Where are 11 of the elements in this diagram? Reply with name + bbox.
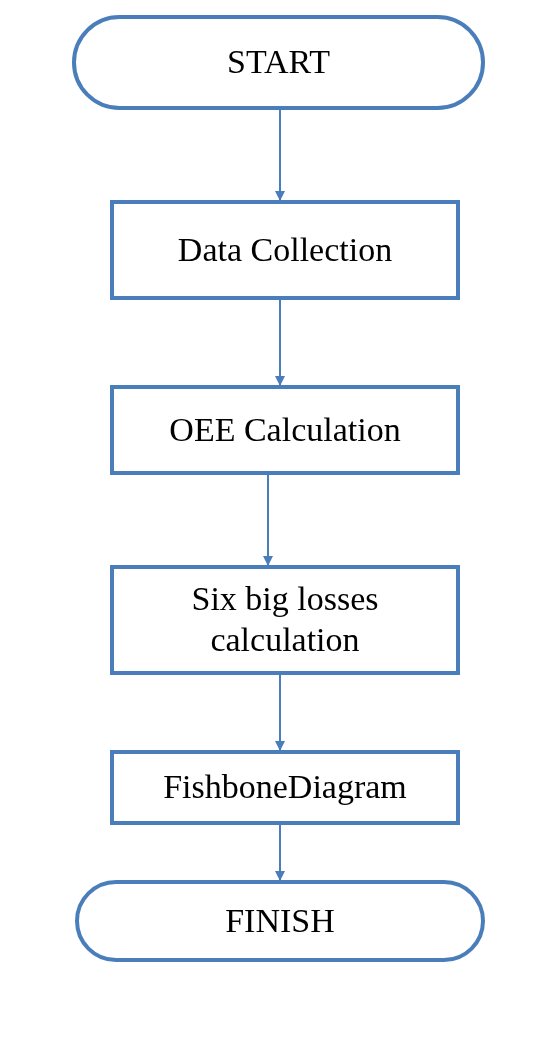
arrow — [275, 299, 285, 386]
process-box: OEE Calculation — [110, 385, 460, 475]
process-box: Six big losses calculation — [110, 565, 460, 675]
process-box: Data Collection — [110, 200, 460, 300]
arrow — [275, 109, 285, 201]
arrow — [263, 474, 273, 566]
arrow — [275, 674, 285, 751]
terminal-shape: START — [72, 15, 485, 110]
terminal-shape: FINISH — [75, 880, 485, 962]
arrow — [275, 824, 285, 881]
process-box: FishboneDiagram — [110, 750, 460, 825]
